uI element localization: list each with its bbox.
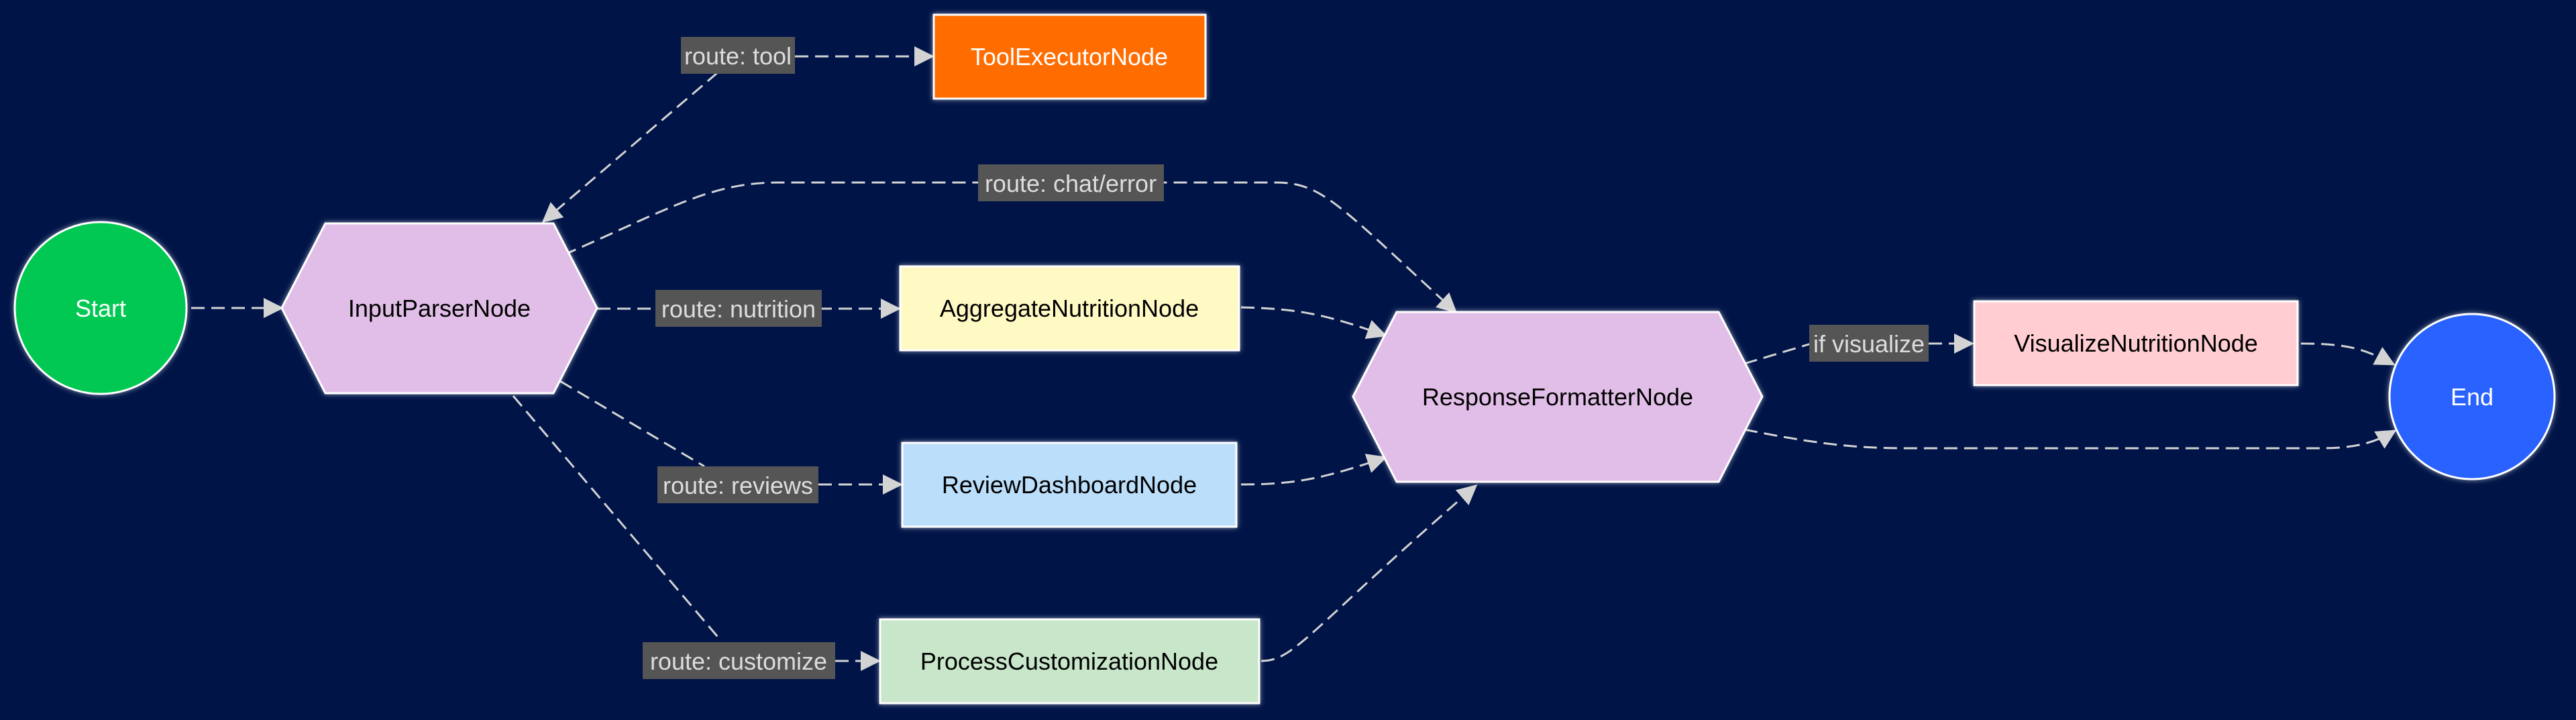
edge-label-chat-error-text: route: chat/error <box>985 170 1157 197</box>
node-response-formatter-shape <box>1352 311 1764 483</box>
node-tool-executor[interactable]: ToolExecutorNode <box>932 13 1207 100</box>
node-process-customization-label: ProcessCustomizationNode <box>920 648 1218 675</box>
edge-aggregate-to-responseformatter <box>1240 306 1387 340</box>
node-start-shape <box>13 221 188 395</box>
node-input-parser-shape <box>280 222 598 395</box>
node-review-dashboard-label: ReviewDashboardNode <box>942 471 1197 499</box>
edge-label-visualize: if visualize <box>1809 325 1929 362</box>
node-response-formatter-label: ResponseFormatterNode <box>1422 383 1693 411</box>
node-tool-executor-shape <box>932 13 1207 100</box>
edge-label-tool: route: tool <box>681 37 795 74</box>
node-input-parser-label: InputParserNode <box>348 295 531 322</box>
edge-label-reviews: route: reviews <box>657 466 818 503</box>
edge-customization-to-responseformatter <box>1260 484 1478 662</box>
node-review-dashboard[interactable]: ReviewDashboardNode <box>901 442 1238 528</box>
edge-label-visualize-text: if visualize <box>1813 330 1925 358</box>
node-tool-executor-label: ToolExecutorNode <box>971 43 1168 70</box>
node-aggregate-nutrition-label: AggregateNutritionNode <box>940 295 1199 322</box>
node-end[interactable]: End <box>2388 313 2556 480</box>
nodes: Start InputParserNode ToolExecutorNode A… <box>13 13 2556 705</box>
edge-label-chat-error: route: chat/error <box>978 164 1164 201</box>
edge-inputparser-to-responseformatter <box>563 181 1458 314</box>
node-input-parser[interactable]: InputParserNode <box>280 222 598 395</box>
node-visualize-nutrition-label: VisualizeNutritionNode <box>2014 329 2258 357</box>
node-aggregate-nutrition-shape <box>899 265 1240 352</box>
edge-review-to-responseformatter <box>1240 454 1387 486</box>
edge-label-customize: route: customize <box>643 642 835 679</box>
node-start[interactable]: Start <box>13 221 188 395</box>
edge-inputparser-to-processcustomization <box>512 395 879 661</box>
edge-inputparser-to-toolexecutor-back <box>541 71 718 223</box>
edge-label-tool-text: route: tool <box>684 42 792 70</box>
node-end-shape <box>2388 313 2556 480</box>
edge-visualize-to-end <box>2300 342 2396 366</box>
node-visualize-nutrition[interactable]: VisualizeNutritionNode <box>1973 300 2299 387</box>
edge-inputparser-to-reviewdashboard <box>559 380 901 484</box>
node-start-label: Start <box>75 295 126 322</box>
edge-responseformatter-to-visualize <box>1743 344 1972 365</box>
node-visualize-nutrition-shape <box>1973 300 2299 387</box>
node-process-customization-shape <box>879 618 1260 705</box>
node-response-formatter[interactable]: ResponseFormatterNode <box>1352 311 1764 483</box>
edge-responseformatter-to-end <box>1743 428 2397 450</box>
edge-label-nutrition-text: route: nutrition <box>661 295 816 323</box>
node-end-label: End <box>2451 383 2493 411</box>
node-review-dashboard-shape <box>901 442 1238 528</box>
edge-label-reviews-text: route: reviews <box>663 472 813 499</box>
edge-label-customize-text: route: customize <box>650 648 827 675</box>
edge-label-nutrition: route: nutrition <box>655 290 822 327</box>
node-process-customization[interactable]: ProcessCustomizationNode <box>879 618 1260 705</box>
edge-labels: route: tool route: chat/error route: nut… <box>643 37 1929 679</box>
node-aggregate-nutrition[interactable]: AggregateNutritionNode <box>899 265 1240 352</box>
